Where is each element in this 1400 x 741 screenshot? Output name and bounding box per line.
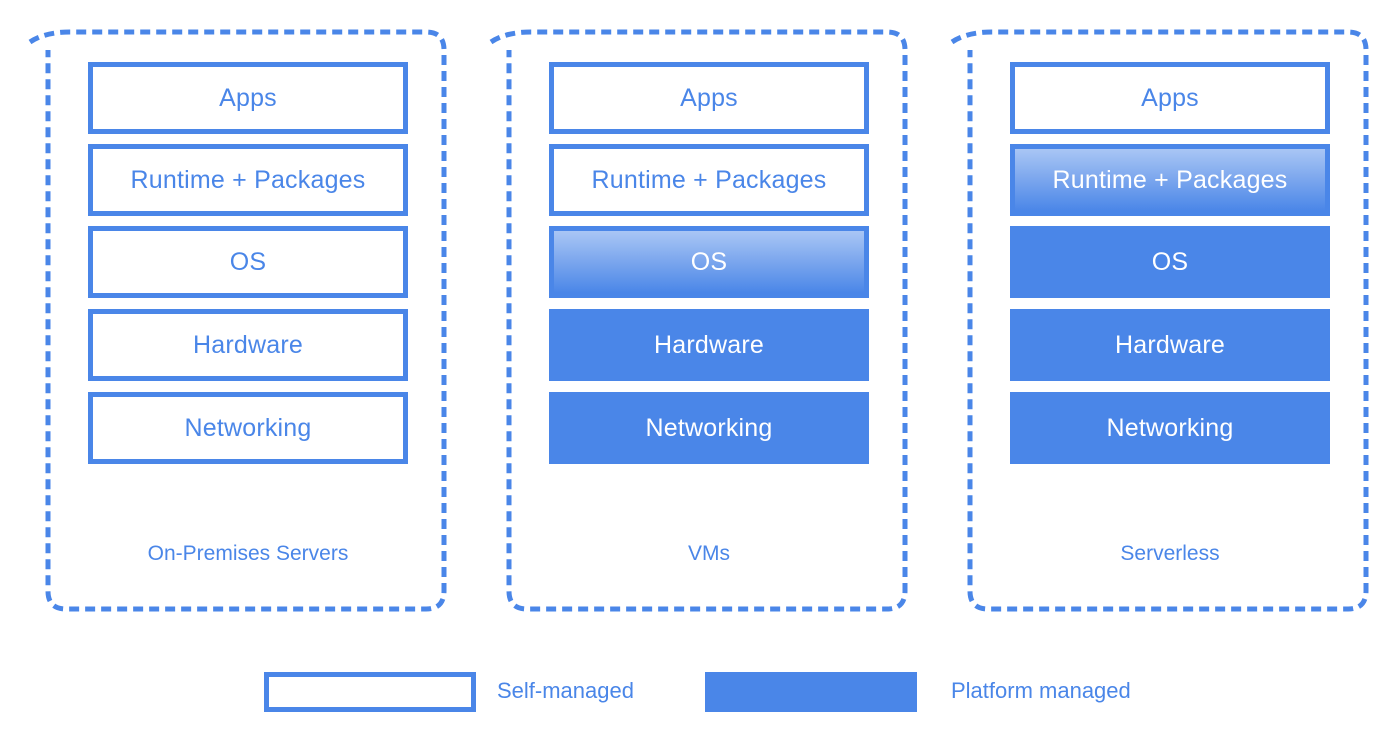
layer-label: OS [1151,247,1189,276]
legend-platform-managed-label: Platform managed [951,678,1131,703]
layer-label: Runtime + Packages [591,165,827,194]
layer-hardware: Hardware [1010,309,1330,381]
layer-label: OS [690,247,728,276]
layer-hardware: Hardware [549,309,869,381]
column-on-premises: Apps Runtime + Packages OS Hardware Netw… [48,30,448,610]
layer-label: Hardware [193,330,303,359]
layer-label: OS [229,247,267,276]
frame-vms [489,29,908,612]
frame-on-premises [28,29,447,612]
legend-self-managed-swatch [264,672,476,712]
layer-networking: Networking [549,392,869,464]
legend-self-managed-label: Self-managed [497,678,634,703]
layer-label: Runtime + Packages [1052,165,1288,194]
layer-apps: Apps [88,62,408,134]
layer-label: Apps [219,83,277,112]
column-vms: Apps Runtime + Packages OS Hardware Netw… [509,30,909,610]
layer-hardware: Hardware [88,309,408,381]
legend-platform-managed-swatch [705,672,917,712]
layer-label: Hardware [654,330,764,359]
layer-os: OS [88,226,408,298]
layer-label: Hardware [1115,330,1225,359]
layer-networking: Networking [1010,392,1330,464]
layer-label: Networking [645,413,773,442]
layer-label: Runtime + Packages [130,165,366,194]
layer-networking: Networking [88,392,408,464]
layer-runtime-packages: Runtime + Packages [549,144,869,216]
layer-os: OS [549,226,869,298]
layer-runtime-packages: Runtime + Packages [1010,144,1330,216]
column-serverless: Apps Runtime + Packages OS Hardware Netw… [970,30,1370,610]
frame-serverless [950,29,1369,612]
column-label-vms: VMs [688,542,730,565]
layer-label: Apps [1141,83,1199,112]
layer-label: Networking [184,413,312,442]
column-label-on-premises: On-Premises Servers [147,542,349,565]
layer-os: OS [1010,226,1330,298]
layer-label: Networking [1106,413,1234,442]
column-label-serverless: Serverless [1120,542,1220,565]
layer-runtime-packages: Runtime + Packages [88,144,408,216]
layer-label: Apps [680,83,738,112]
layer-apps: Apps [1010,62,1330,134]
layer-apps: Apps [549,62,869,134]
